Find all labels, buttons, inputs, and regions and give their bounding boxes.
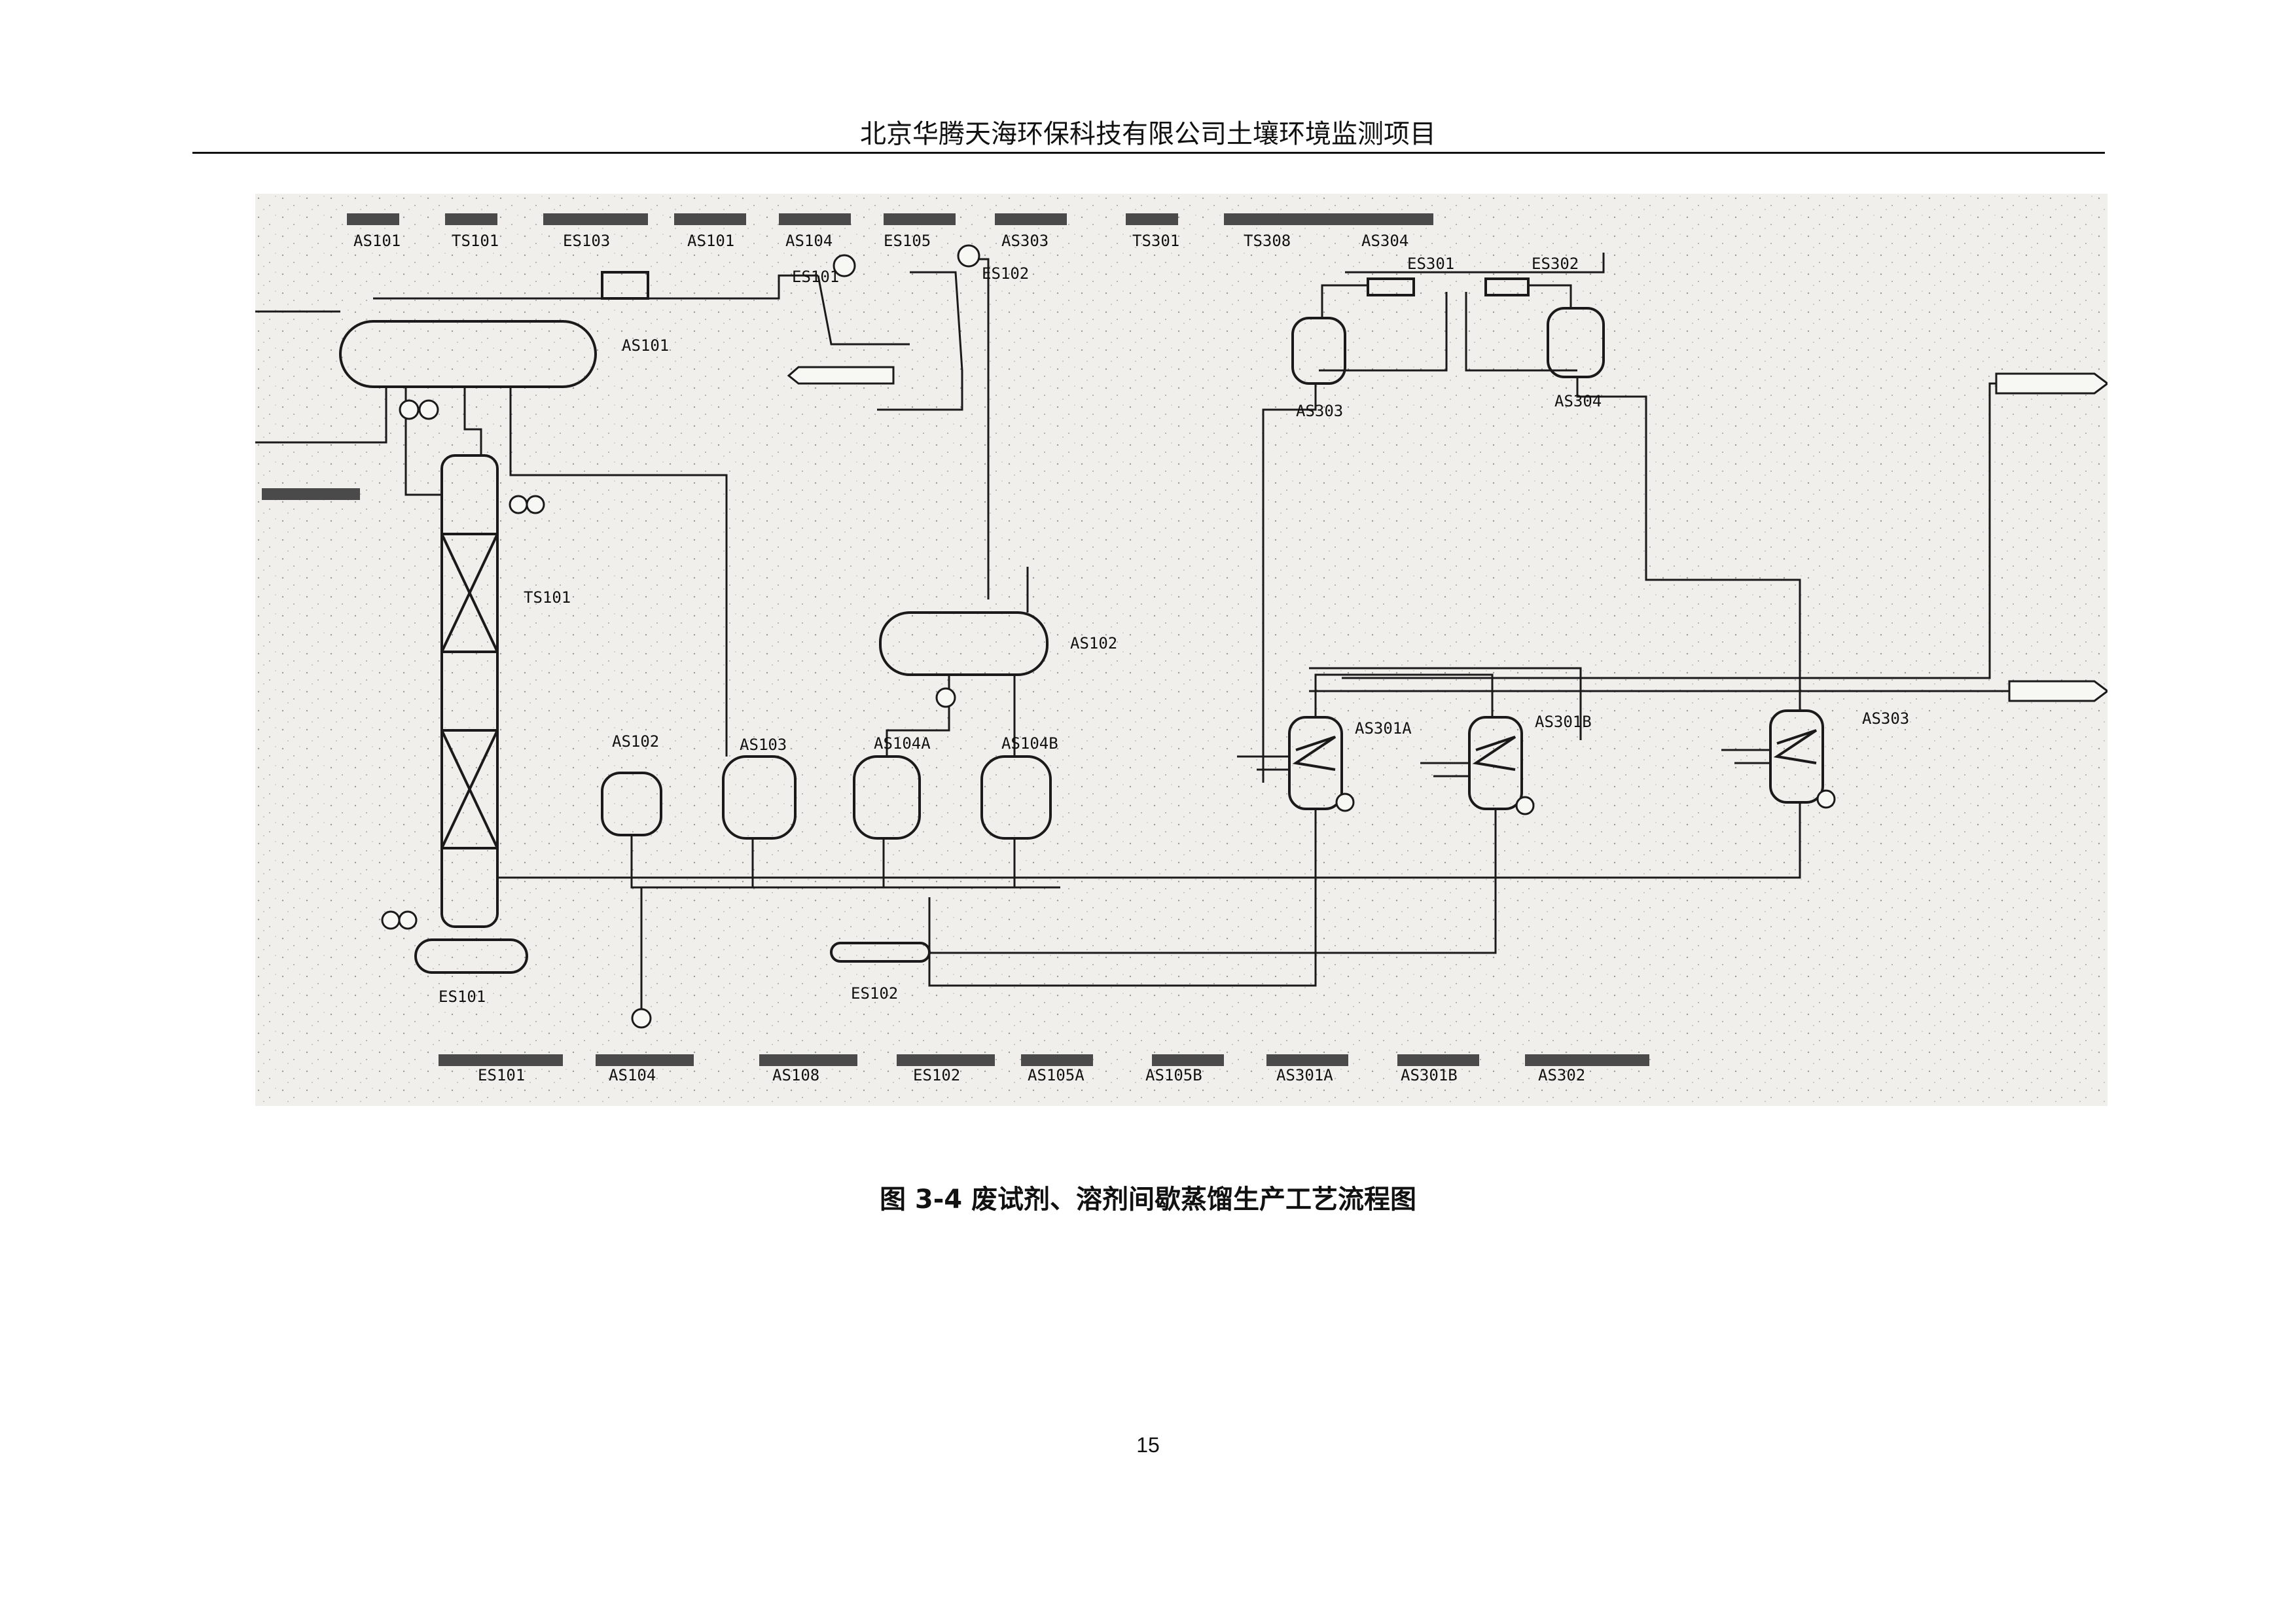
reactor-2 (722, 755, 797, 840)
svg-text:TS101: TS101 (452, 232, 499, 250)
outlet-arrows (787, 366, 2108, 702)
svg-text:AS108: AS108 (772, 1066, 819, 1084)
process-flow-diagram: AS101 TS101 ES103 AS101 AS104 ES105 AS30… (255, 194, 2108, 1106)
svg-text:AS304: AS304 (1554, 392, 1602, 410)
svg-text:AS101: AS101 (622, 336, 669, 355)
svg-text:ES101: ES101 (439, 988, 486, 1006)
heat-exchanger-3 (1769, 709, 1824, 804)
svg-text:AS102: AS102 (612, 732, 659, 751)
svg-text:ES105: ES105 (884, 232, 931, 250)
svg-text:AS301B: AS301B (1535, 713, 1592, 731)
svg-text:ES101: ES101 (478, 1066, 525, 1084)
svg-text:AS301A: AS301A (1355, 719, 1412, 738)
top-receiver-tank (339, 320, 597, 388)
page-number: 15 (1136, 1433, 1160, 1457)
svg-text:TS308: TS308 (1244, 232, 1291, 250)
svg-text:AS302: AS302 (1538, 1066, 1585, 1084)
equipment-labels: AS101 TS101 ES103 AS101 AS104 ES105 AS30… (353, 232, 1909, 1084)
svg-text:AS303: AS303 (1862, 709, 1909, 728)
svg-text:AS105A: AS105A (1028, 1066, 1085, 1084)
flow-diagram-svg: AS101 TS101 ES103 AS101 AS104 ES105 AS30… (255, 194, 2108, 1106)
reboiler (414, 938, 528, 974)
svg-text:ES101: ES101 (792, 268, 839, 286)
svg-text:ES302: ES302 (1532, 255, 1579, 273)
svg-text:TS301: TS301 (1132, 232, 1179, 250)
svg-text:AS101: AS101 (687, 232, 734, 250)
svg-text:AS303: AS303 (1001, 232, 1049, 250)
condenser-3 (1484, 277, 1530, 296)
svg-text:AS301A: AS301A (1276, 1066, 1333, 1084)
svg-text:AS104B: AS104B (1001, 734, 1058, 753)
pipelines (255, 253, 2059, 1012)
svg-text:TS101: TS101 (524, 588, 571, 607)
reactor-4 (980, 755, 1052, 840)
svg-text:AS105B: AS105B (1145, 1066, 1202, 1084)
svg-text:AS303: AS303 (1296, 402, 1343, 420)
pumps (381, 244, 1836, 1029)
condenser-2 (1367, 277, 1415, 296)
svg-text:AS104A: AS104A (874, 734, 931, 753)
svg-text:ES301: ES301 (1407, 255, 1454, 273)
svg-text:AS104: AS104 (609, 1066, 656, 1084)
svg-text:ES102: ES102 (982, 264, 1029, 283)
distillation-column (440, 454, 499, 928)
middle-receiver-tank (879, 611, 1049, 676)
svg-text:AS102: AS102 (1070, 634, 1117, 652)
svg-text:ES102: ES102 (851, 984, 898, 1003)
svg-text:ES103: ES103 (563, 232, 610, 250)
svg-text:AS301B: AS301B (1401, 1066, 1458, 1084)
svg-text:AS104: AS104 (785, 232, 833, 250)
scan-noise (255, 194, 2108, 1106)
header-divider (192, 152, 2105, 154)
svg-text:ES102: ES102 (913, 1066, 960, 1084)
storage-tank-2 (1547, 307, 1605, 378)
figure-caption: 图 3-4 废试剂、溶剂间歇蒸馏生产工艺流程图 (879, 1185, 1417, 1215)
page-header-title: 北京华腾天海环保科技有限公司土壤环境监测项目 (860, 119, 1436, 149)
svg-text:AS101: AS101 (353, 232, 401, 250)
svg-text:AS304: AS304 (1361, 232, 1408, 250)
storage-tank-1 (1291, 317, 1346, 385)
svg-text:AS103: AS103 (740, 736, 787, 754)
illegible-scan-text (262, 213, 1649, 1066)
